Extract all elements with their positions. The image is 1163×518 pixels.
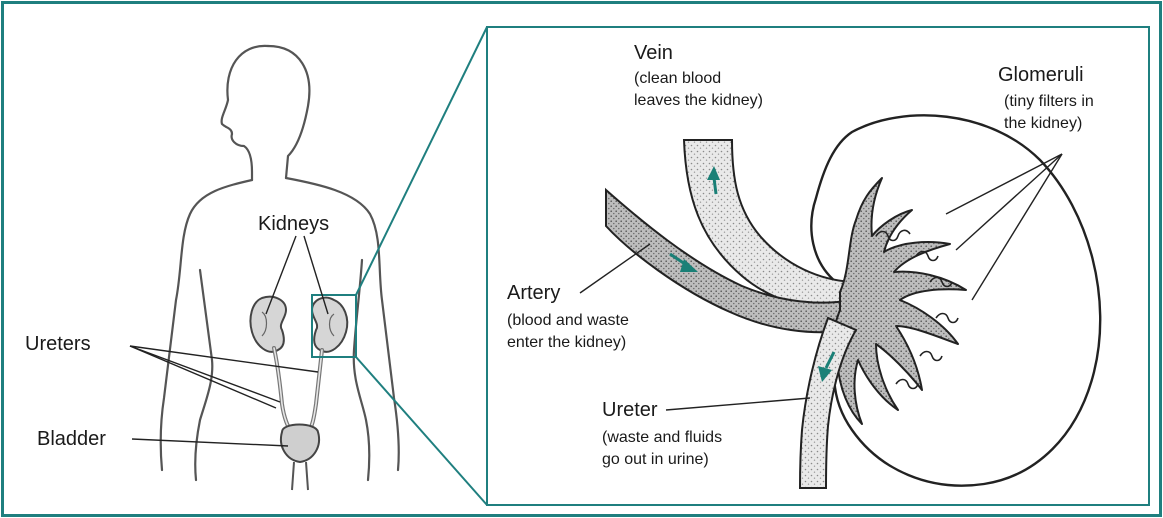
body-kidney-left xyxy=(250,297,286,352)
body-outline xyxy=(161,46,399,480)
body-bladder xyxy=(281,425,319,491)
ureter-caption: (waste and fluids go out in urine) xyxy=(602,427,722,471)
vein-label: Vein xyxy=(634,41,673,65)
ureters-label: Ureters xyxy=(25,332,91,356)
ureter-label: Ureter xyxy=(602,398,658,422)
bladder-label: Bladder xyxy=(37,427,106,451)
glomeruli-label: Glomeruli xyxy=(998,63,1084,87)
zoom-connector-top xyxy=(356,27,487,295)
artery-caption: (blood and waste enter the kidney) xyxy=(507,310,629,354)
artery-label: Artery xyxy=(507,281,560,305)
zoom-connector-bottom xyxy=(356,357,487,505)
body-kidney-right xyxy=(312,298,347,352)
kidneys-label: Kidneys xyxy=(258,212,329,236)
body-leader-lines xyxy=(130,236,328,446)
glomeruli-caption: (tiny filters in the kidney) xyxy=(1004,91,1094,135)
vein-caption: (clean blood leaves the kidney) xyxy=(634,68,763,112)
